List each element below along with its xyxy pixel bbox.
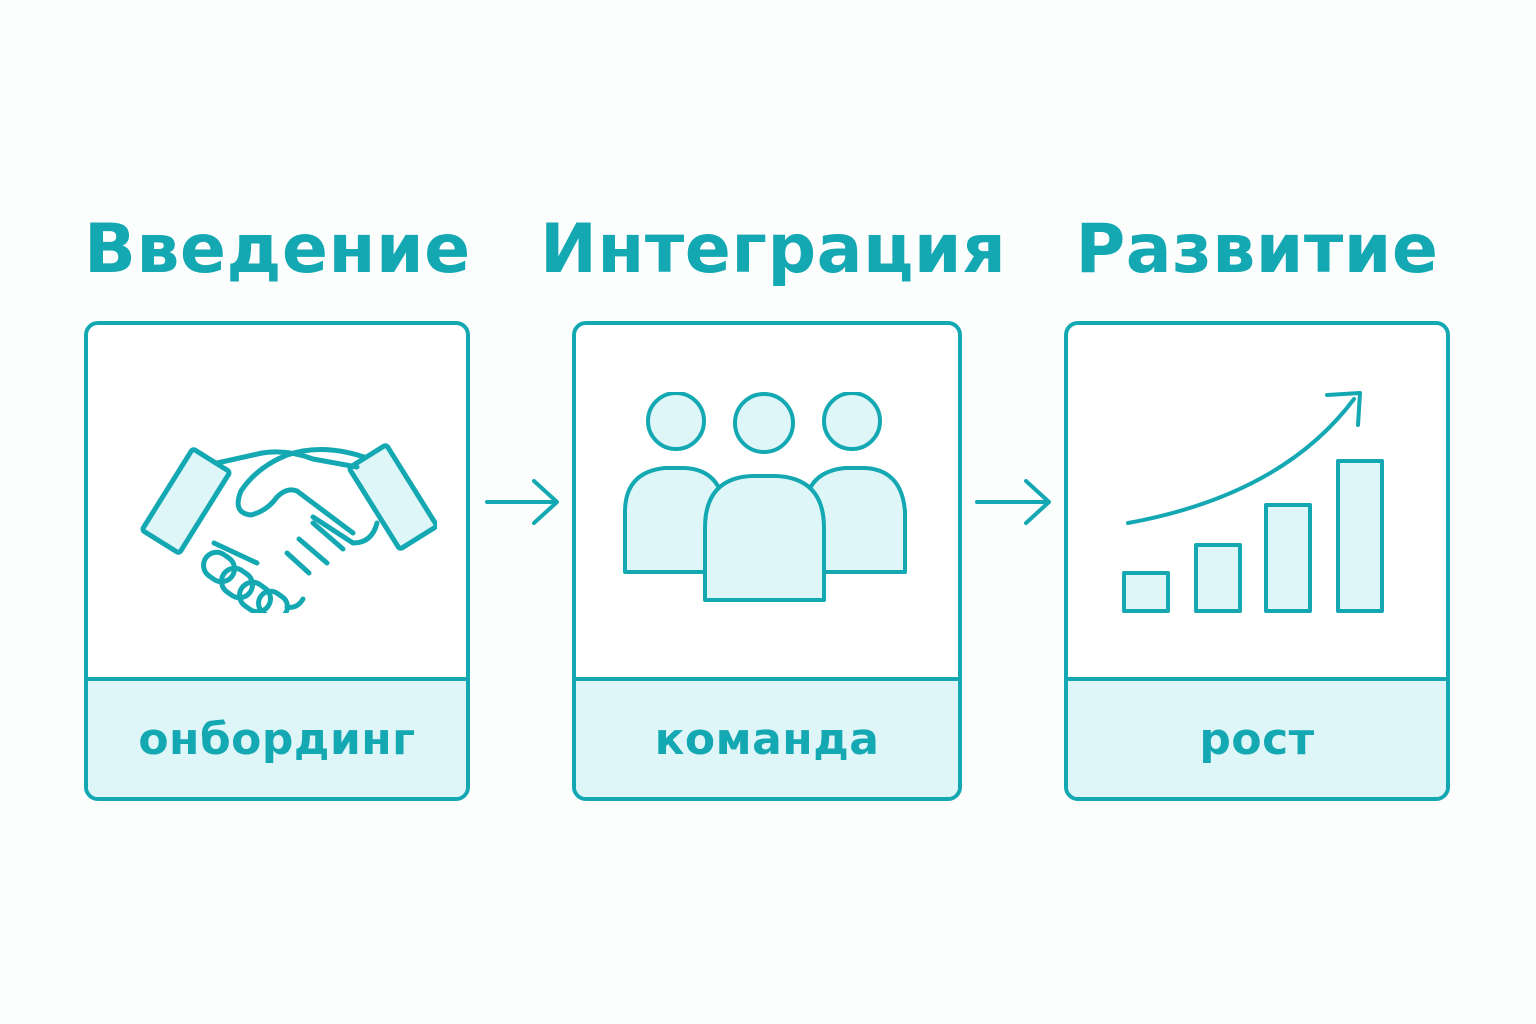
card-label-area: команда	[576, 677, 958, 797]
team-icon	[623, 392, 907, 602]
card-icon-area	[1068, 325, 1446, 681]
handshake-icon	[140, 443, 437, 613]
arrow-right-icon	[485, 479, 559, 525]
card-icon-area	[576, 325, 958, 681]
arrow-right-icon	[975, 479, 1051, 525]
growth-chart-icon	[1122, 391, 1384, 613]
card-label-area: онбординг	[88, 677, 466, 797]
stage-title-development: Развитие	[1075, 210, 1439, 289]
card-icon-area	[88, 325, 466, 681]
stage-label-growth: рост	[1199, 713, 1315, 765]
stage-label-onboarding: онбординг	[138, 713, 416, 765]
stage-card-introduction: онбординг	[84, 321, 470, 801]
stage-card-development: рост	[1064, 321, 1450, 801]
stage-label-team: команда	[654, 713, 880, 765]
stage-card-integration: команда	[572, 321, 962, 801]
stage-title-introduction: Введение	[84, 210, 471, 289]
stage-title-integration: Интеграция	[540, 210, 1007, 289]
card-label-area: рост	[1068, 677, 1446, 797]
